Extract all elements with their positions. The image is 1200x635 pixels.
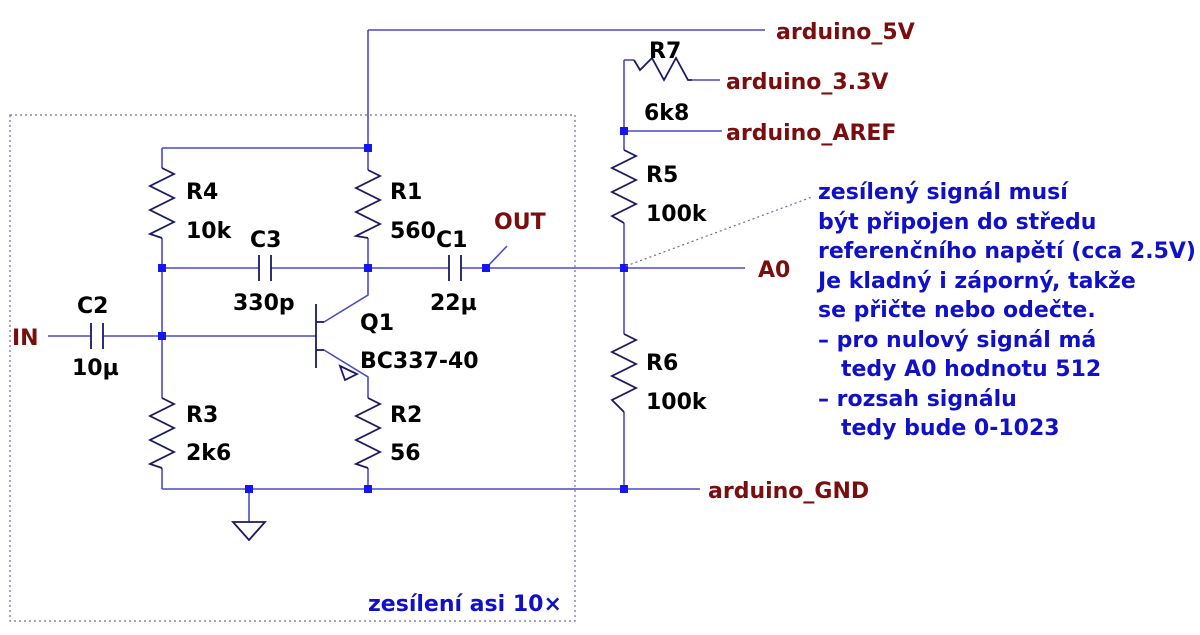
c3-capacitor xyxy=(258,255,272,281)
net-label-out: OUT xyxy=(494,210,546,235)
comment-line: – rozsah signálu xyxy=(818,387,1017,412)
r3-name: R3 xyxy=(186,403,218,428)
c2-capacitor xyxy=(90,323,104,349)
c2-name: C2 xyxy=(77,294,108,319)
box-caption: zesílení asi 10× xyxy=(368,592,562,617)
r4-name: R4 xyxy=(186,180,218,205)
r2-name: R2 xyxy=(390,403,422,428)
r3-value: 2k6 xyxy=(186,441,231,466)
r1-name: R1 xyxy=(390,180,422,205)
net-label-gnd: arduino_GND xyxy=(708,479,869,504)
r5-value: 100k xyxy=(646,202,708,227)
net-label-a0: A0 xyxy=(758,258,790,283)
comment-line: tedy bude 0-1023 xyxy=(818,416,1060,441)
comment-line: zesílený signál musí xyxy=(818,180,1069,205)
r4-resistor xyxy=(147,167,177,239)
c2-value: 10µ xyxy=(72,356,119,381)
r5-resistor xyxy=(609,149,639,224)
r6-value: 100k xyxy=(646,390,708,415)
net-label-5v: arduino_5V xyxy=(776,20,915,45)
comment-line: referenčního napětí (cca 2.5V) xyxy=(818,239,1196,264)
q1-name: Q1 xyxy=(360,311,394,336)
r2-resistor xyxy=(353,397,383,469)
c3-name: C3 xyxy=(250,228,281,253)
r2-value: 56 xyxy=(390,441,421,466)
r3-resistor xyxy=(147,397,177,469)
comment-leader-line xyxy=(625,196,813,267)
ground-icon xyxy=(230,521,268,542)
r6-name: R6 xyxy=(646,351,678,376)
c3-value: 330p xyxy=(233,291,295,316)
c1-value: 22µ xyxy=(430,291,477,316)
q1-value: BC337-40 xyxy=(360,349,479,374)
net-label-3v3: arduino_3.3V xyxy=(726,70,888,95)
comment-line: – pro nulový signál má xyxy=(818,328,1096,353)
emitter-arrow-icon xyxy=(338,364,360,382)
net-label-in: IN xyxy=(12,326,39,351)
comment-block: zesílený signál musí být připojen do stř… xyxy=(816,180,1196,441)
junction-dots xyxy=(158,127,628,493)
r1-value: 560 xyxy=(390,219,436,244)
comment-line: se přičte nebo odečte. xyxy=(818,298,1096,323)
comment-line: tedy A0 hodnotu 512 xyxy=(818,357,1101,382)
r6-resistor xyxy=(609,333,639,413)
q1-transistor xyxy=(315,304,360,382)
r5-name: R5 xyxy=(646,163,678,188)
net-label-aref: arduino_AREF xyxy=(726,121,896,146)
r4-value: 10k xyxy=(186,219,233,244)
r7-value: 6k8 xyxy=(644,101,689,126)
c1-capacitor xyxy=(448,255,462,281)
r1-resistor xyxy=(353,169,383,239)
r7-name: R7 xyxy=(649,39,681,64)
comment-line: Je kladný i záporný, takže xyxy=(816,269,1136,294)
r7-resistor xyxy=(633,56,692,82)
c1-name: C1 xyxy=(436,228,467,253)
comment-line: být připojen do středu xyxy=(818,210,1096,235)
